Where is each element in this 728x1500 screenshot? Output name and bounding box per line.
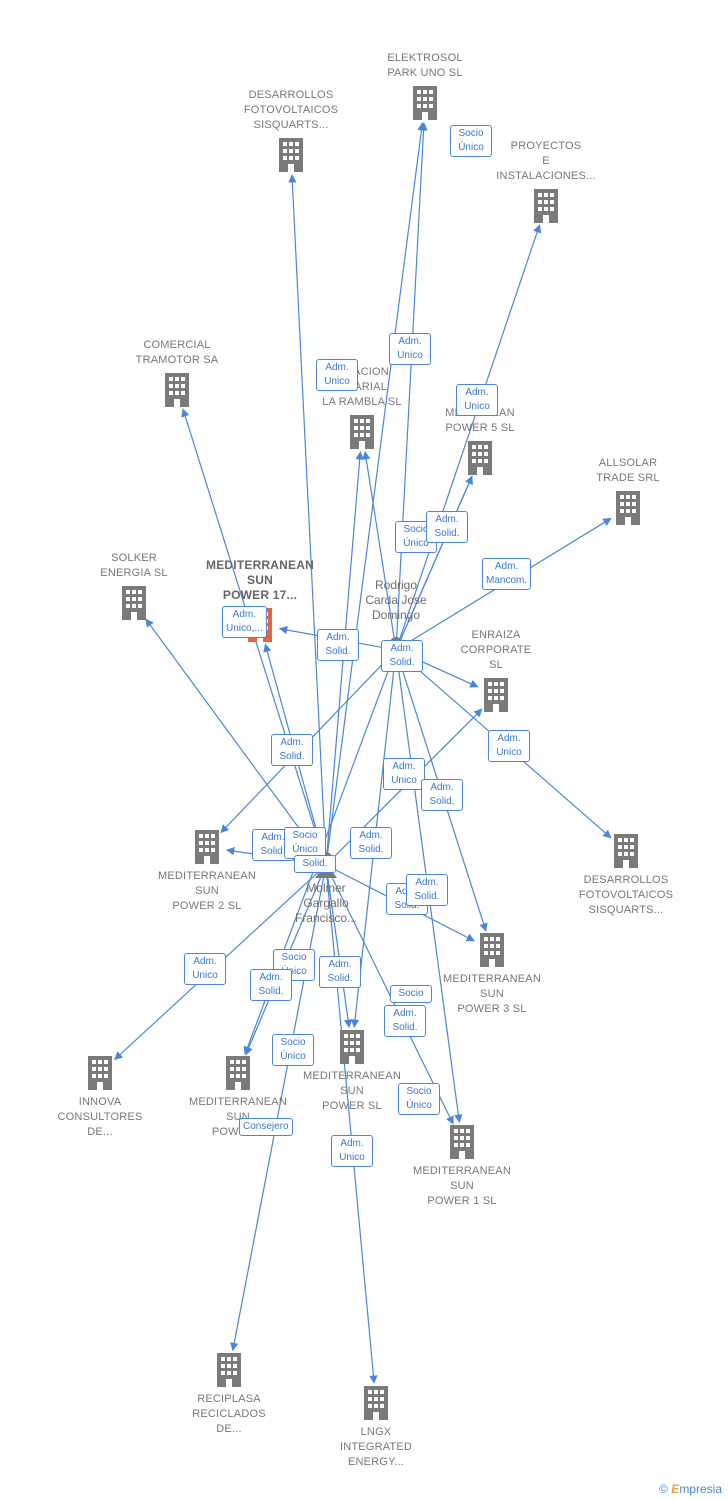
company-label-main[interactable]: MEDITERRANEAN SUN POWER 17... xyxy=(206,558,314,602)
building-icon-msun_power[interactable] xyxy=(340,1030,364,1064)
company-label-msun3[interactable]: MEDITERRANEAN SUN POWER 3 SL xyxy=(443,973,541,1015)
building-icon-lngx[interactable] xyxy=(364,1386,388,1420)
company-label-lngx[interactable]: LNGX INTEGRATED ENERGY... xyxy=(339,1426,413,1468)
brand-name: mpresia xyxy=(679,1482,722,1496)
building-icon-comercial[interactable] xyxy=(165,373,189,407)
company-label-desarrollos_top[interactable]: DESARROLLOS FOTOVOLTAICOS SISQUARTS... xyxy=(243,89,339,131)
company-label-proyectos[interactable]: PROYECTOS E INSTALACIONES... xyxy=(496,140,596,182)
building-icon-desarrollos_right[interactable] xyxy=(614,834,638,868)
edge-role-badge: Adm. Unico xyxy=(316,359,358,391)
edge-role-badge: Adm. Solid. xyxy=(421,779,463,811)
building-icon-innova[interactable] xyxy=(88,1056,112,1090)
building-icon-msun1[interactable] xyxy=(450,1125,474,1159)
edge-role-badge: Adm. Unico xyxy=(389,333,431,365)
company-label-solker[interactable]: SOLKER ENERGIA SL xyxy=(100,552,168,579)
company-label-comercial[interactable]: COMERCIAL TRAMOTOR SA xyxy=(135,339,219,366)
edge-rodrigo-to-msun5 xyxy=(397,475,473,645)
company-label-msun2[interactable]: MEDITERRANEAN SUN POWER 2 SL xyxy=(158,870,256,912)
copyright-symbol: © xyxy=(659,1482,668,1496)
company-label-reciplasa[interactable]: RECIPLASA RECICLADOS DE... xyxy=(192,1393,266,1435)
edge-role-badge: Adm. Solid. xyxy=(319,956,361,988)
company-label-msun_power[interactable]: MEDITERRANEAN SUN POWER SL xyxy=(303,1070,401,1112)
edge-role-badge: Socio Único xyxy=(398,1083,440,1115)
edge-rodrigo-to-elektrosol xyxy=(395,122,428,645)
edge-role-badge: Socio Único xyxy=(395,521,437,553)
edge-moliner-to-elektrosol xyxy=(326,122,426,860)
building-icon-allsolar[interactable] xyxy=(616,491,640,525)
edge-role-badge: Adm. Solid. xyxy=(271,734,313,766)
edge-role-badge: Adm. Unico xyxy=(383,758,425,790)
edge-role-badge: Adm. Unico xyxy=(184,953,226,985)
edge-role-badge: Adm. Unico xyxy=(488,730,530,762)
building-icon-elektrosol[interactable] xyxy=(413,86,437,120)
company-label-allsolar[interactable]: ALLSOLAR TRADE SRL xyxy=(596,457,660,484)
edges-layer xyxy=(114,122,612,1384)
edge-role-badge: Adm. Solid. xyxy=(252,829,294,861)
edge-role-badge: Adm. Mancom. xyxy=(482,558,532,590)
edge-role-badge: Adm. Solid. xyxy=(384,1005,426,1037)
edge-role-badge: Socio Único xyxy=(272,1034,314,1066)
edge-role-badge: Adm. Solid. xyxy=(350,827,392,859)
building-icon-reciplasa[interactable] xyxy=(217,1353,241,1387)
edge-role-badge: Adm. Solid. xyxy=(317,629,359,661)
edge-role-badge: Socio xyxy=(390,985,432,1003)
person-label-moliner[interactable]: Moliner Gargallo Francisco... xyxy=(294,881,357,925)
company-label-msun1[interactable]: MEDITERRANEAN SUN POWER 1 SL xyxy=(413,1165,511,1207)
brand-initial: E xyxy=(671,1482,680,1496)
edge-role-badge: Socio Único xyxy=(450,125,492,157)
building-icon-msun5[interactable] xyxy=(468,441,492,475)
brand-footer: © Empresia xyxy=(659,1482,722,1496)
building-icon-proyectos[interactable] xyxy=(534,189,558,223)
company-label-innova[interactable]: INNOVA CONSULTORES DE... xyxy=(57,1096,143,1138)
company-label-elektrosol[interactable]: ELEKTROSOL PARK UNO SL xyxy=(387,52,463,79)
edge-rodrigo-to-corporacion xyxy=(362,450,396,645)
edge-role-badge: Solid. xyxy=(294,855,336,873)
company-label-enraiza[interactable]: ENRAIZA CORPORATE SL xyxy=(460,629,532,671)
edge-moliner-to-solker xyxy=(145,618,323,861)
building-icon-enraiza[interactable] xyxy=(484,678,508,712)
edge-moliner-to-desarrollos_top xyxy=(288,174,327,860)
edge-rodrigo-to-proyectos xyxy=(397,224,542,645)
building-icon-msun3[interactable] xyxy=(480,933,504,967)
building-icon-solker[interactable] xyxy=(122,586,146,620)
person-label-rodrigo[interactable]: Rodrigo Carda Jose Domingo xyxy=(365,578,427,622)
edge-role-badge: Socio Único xyxy=(284,827,326,859)
edge-role-badge: Adm. Unico xyxy=(331,1135,373,1167)
edge-role-badge: Adm. Solid. xyxy=(250,969,292,1001)
edge-role-badge: Adm. Unico xyxy=(456,384,498,416)
building-icon-corporacion[interactable] xyxy=(350,415,374,449)
building-icon-desarrollos_top[interactable] xyxy=(279,138,303,172)
edge-role-badge: Consejero xyxy=(239,1118,293,1136)
company-label-desarrollos_right[interactable]: DESARROLLOS FOTOVOLTAICOS SISQUARTS... xyxy=(578,874,674,916)
edge-moliner-to-msun_power xyxy=(326,870,353,1029)
edge-role-badge: Adm. Unico,... xyxy=(222,606,267,638)
edge-role-badge: Adm. Solid. xyxy=(406,874,448,906)
building-icon-msun2[interactable] xyxy=(195,830,219,864)
building-icon-msun_left[interactable] xyxy=(226,1056,250,1090)
nodes-layer xyxy=(88,86,640,1420)
edge-role-badge: Adm. Solid. xyxy=(426,511,468,543)
edge-role-badge: Adm. Solid. xyxy=(381,640,423,672)
